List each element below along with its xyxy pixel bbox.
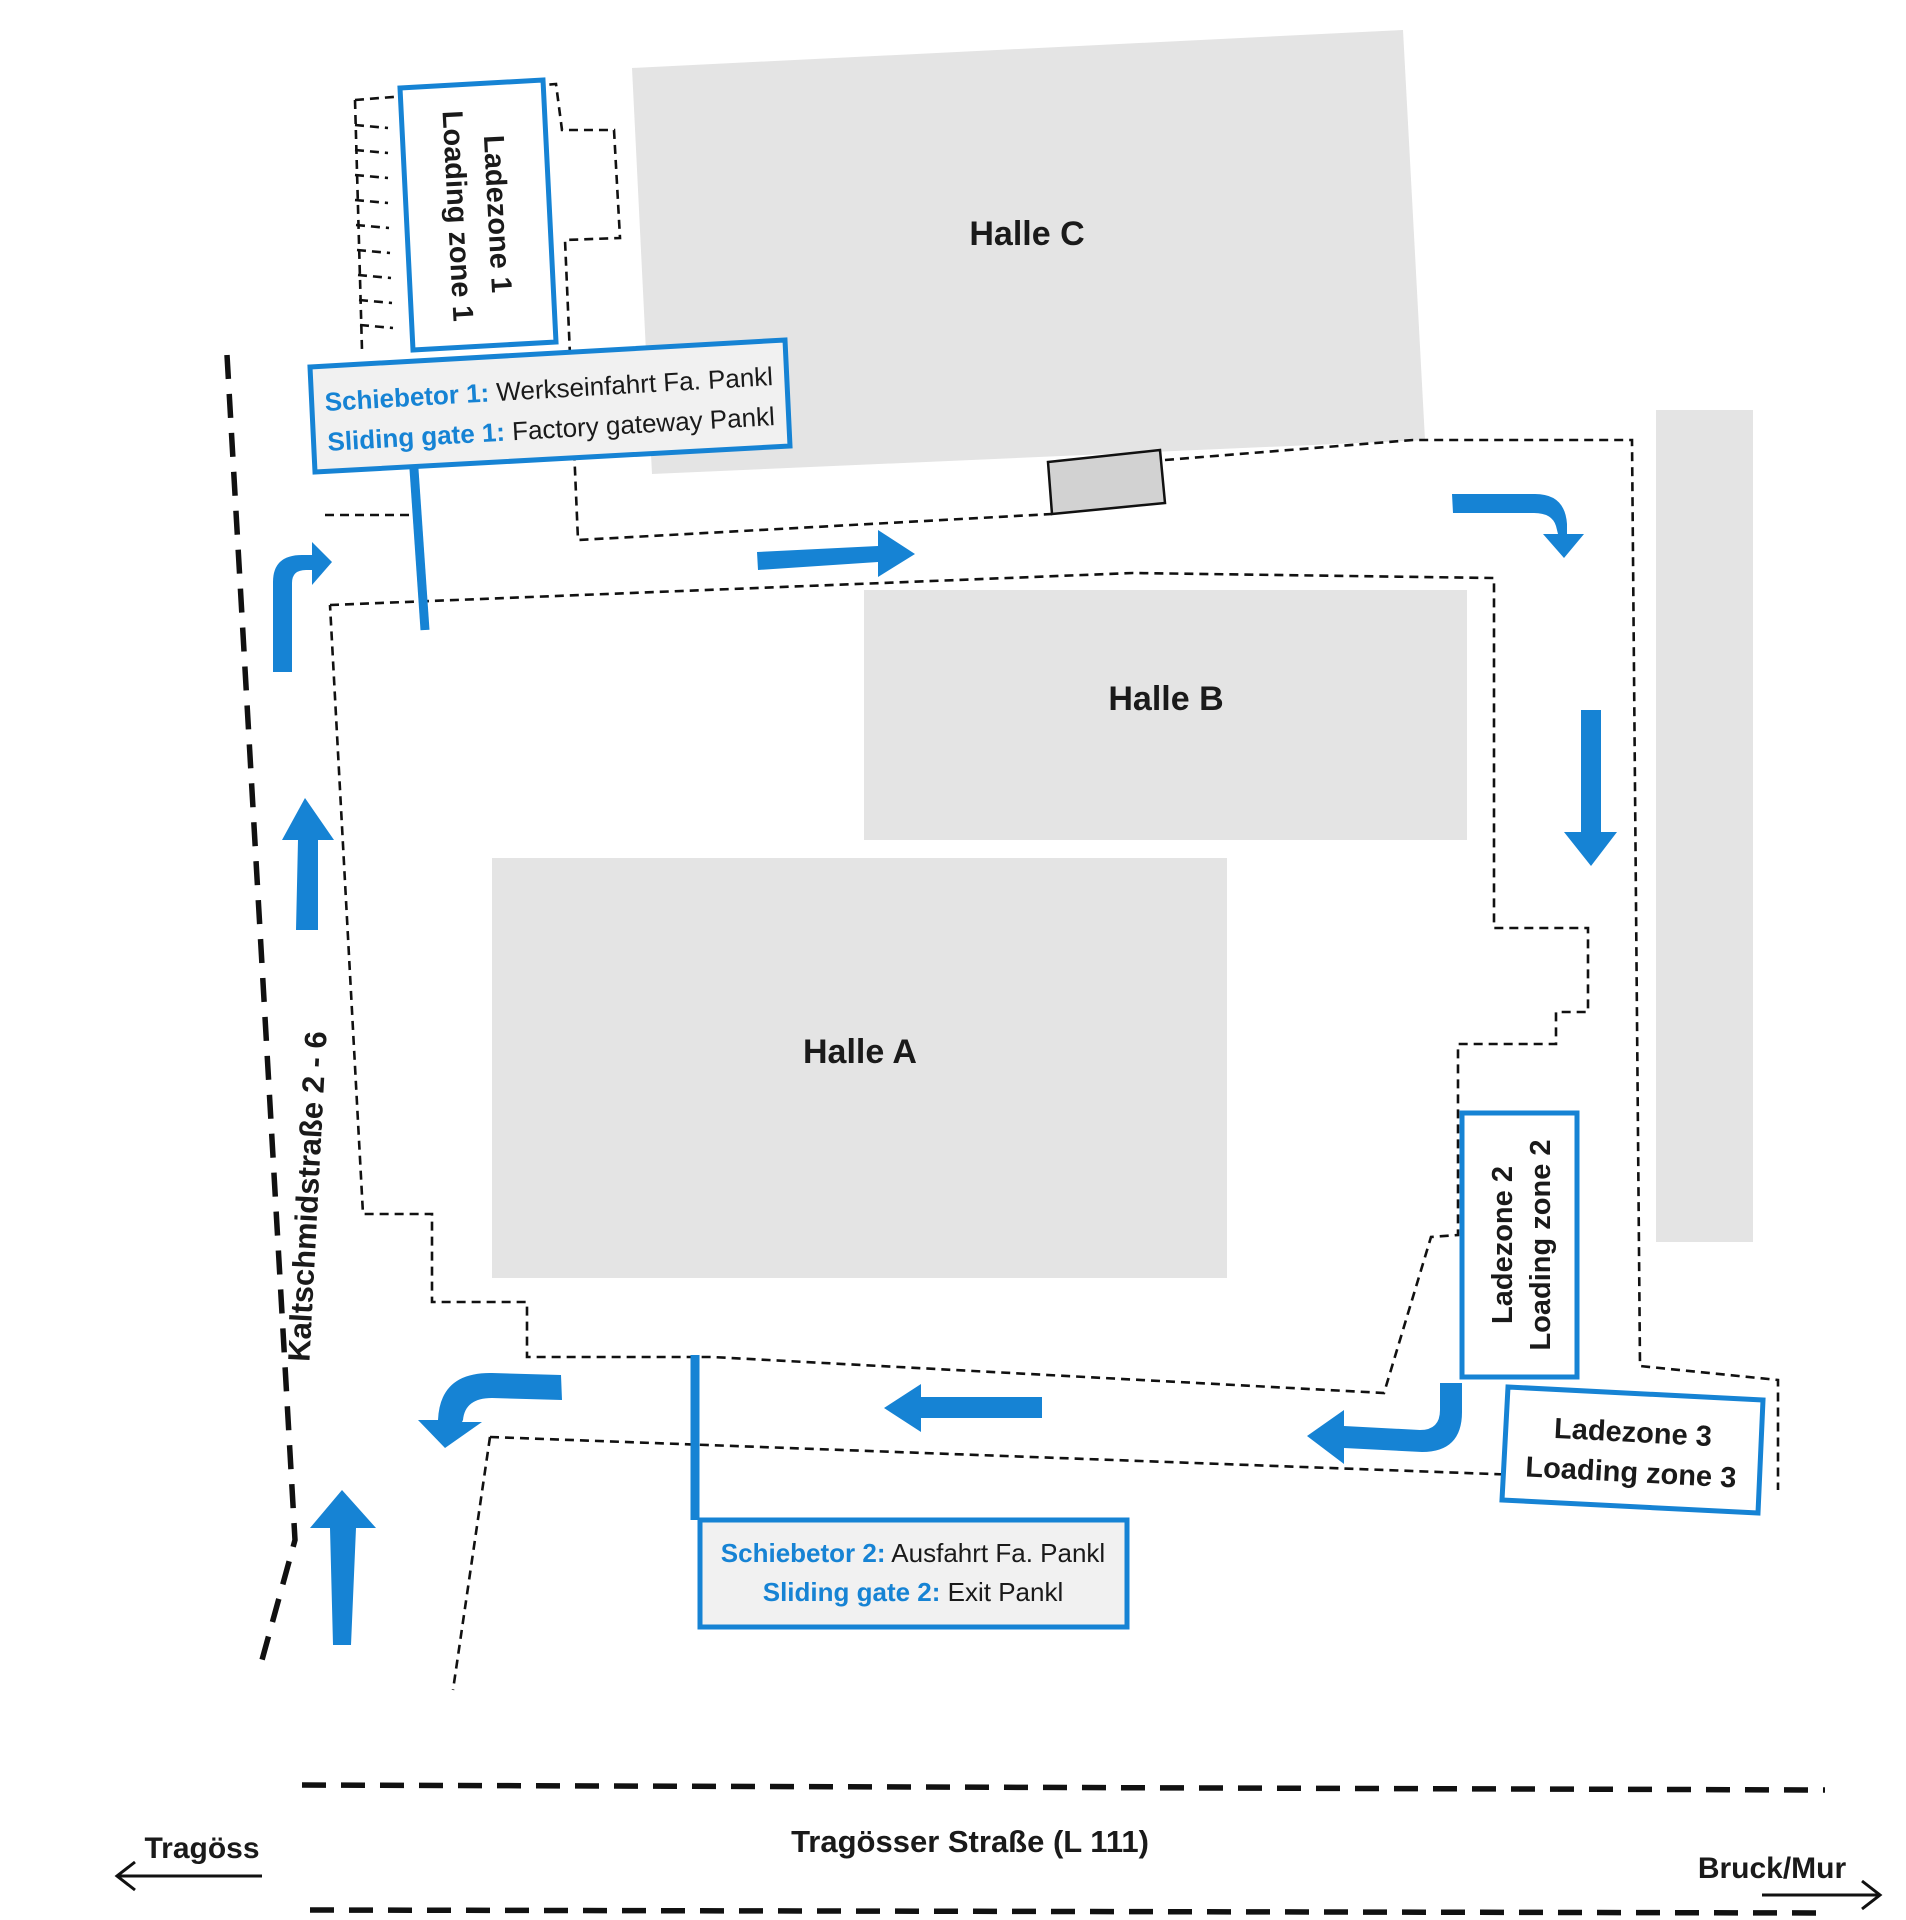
loading-zone-2-en: Loading zone 2 [1525, 1139, 1557, 1350]
main-road-top-edge [301, 1782, 1826, 1793]
sliding-gate-1-box[interactable]: Schiebetor 1: Werkseinfahrt Fa. Pankl Sl… [307, 337, 793, 475]
gate-2-key-de: Schiebetor 2: [721, 1538, 886, 1568]
hall-c[interactable]: Halle C [632, 30, 1425, 474]
direction-right-label: Bruck/Mur [1698, 1852, 1847, 1885]
arrow-up-icon [282, 798, 334, 930]
gate-1-line [407, 439, 430, 631]
loading-zone-1[interactable]: Ladezone 1 Loading zone 1 [397, 77, 559, 353]
direction-left: Tragöss [114, 1832, 262, 1892]
hall-c-label: Halle C [969, 215, 1084, 253]
arrow-turn-left-icon [1307, 1383, 1462, 1464]
gate-2-text-de: Ausfahrt Fa. Pankl [886, 1538, 1106, 1568]
svg-text:Sliding gate 2: Exit Pankl: Sliding gate 2: Exit Pankl [763, 1577, 1064, 1607]
arrow-left-icon [114, 1860, 262, 1892]
arrow-turn-right-icon [273, 542, 332, 672]
kaltschmid-road-edge [224, 354, 298, 1661]
arrow-right-icon [1762, 1879, 1883, 1911]
loading-zone-3[interactable]: Ladezone 3 Loading zone 3 [1499, 1384, 1766, 1516]
arrow-turn-down-icon [1452, 494, 1584, 558]
arrow-up-icon [310, 1490, 376, 1645]
gate-2-key-en: Sliding gate 2: [763, 1577, 941, 1607]
arrow-right-icon [757, 530, 915, 577]
arrow-turn-left-icon [418, 1372, 562, 1448]
hall-a[interactable]: Halle A [492, 858, 1227, 1278]
direction-left-label: Tragöss [144, 1832, 259, 1865]
kaltschmid-street-label: Kaltschmidstraße 2 - 6 [281, 1030, 333, 1362]
sliding-gate-2-box[interactable]: Schiebetor 2: Ausfahrt Fa. Pankl Sliding… [697, 1517, 1130, 1630]
hall-a-label: Halle A [803, 1033, 917, 1071]
hall-b-label: Halle B [1108, 680, 1223, 718]
main-street-label: Tragösser Straße (L 111) [791, 1824, 1149, 1859]
small-building [1046, 448, 1167, 516]
svg-text:Schiebetor 2: Ausfahrt Fa. Pan: Schiebetor 2: Ausfahrt Fa. Pankl [721, 1538, 1105, 1568]
gate-2-text-en: Exit Pankl [940, 1577, 1063, 1607]
traffic-flow-arrows [273, 494, 1617, 1645]
property-boundaries [325, 82, 1780, 1691]
arrow-left-icon [884, 1384, 1042, 1432]
direction-right: Bruck/Mur [1698, 1852, 1883, 1911]
loading-zone-2-de: Ladezone 2 [1487, 1166, 1519, 1324]
arrow-down-icon [1564, 710, 1617, 866]
neighbour-building [1656, 410, 1753, 1242]
loading-zone-2[interactable]: Ladezone 2 Loading zone 2 [1459, 1110, 1580, 1380]
main-road-bottom-edge [309, 1907, 1831, 1916]
hall-b[interactable]: Halle B [864, 590, 1467, 840]
